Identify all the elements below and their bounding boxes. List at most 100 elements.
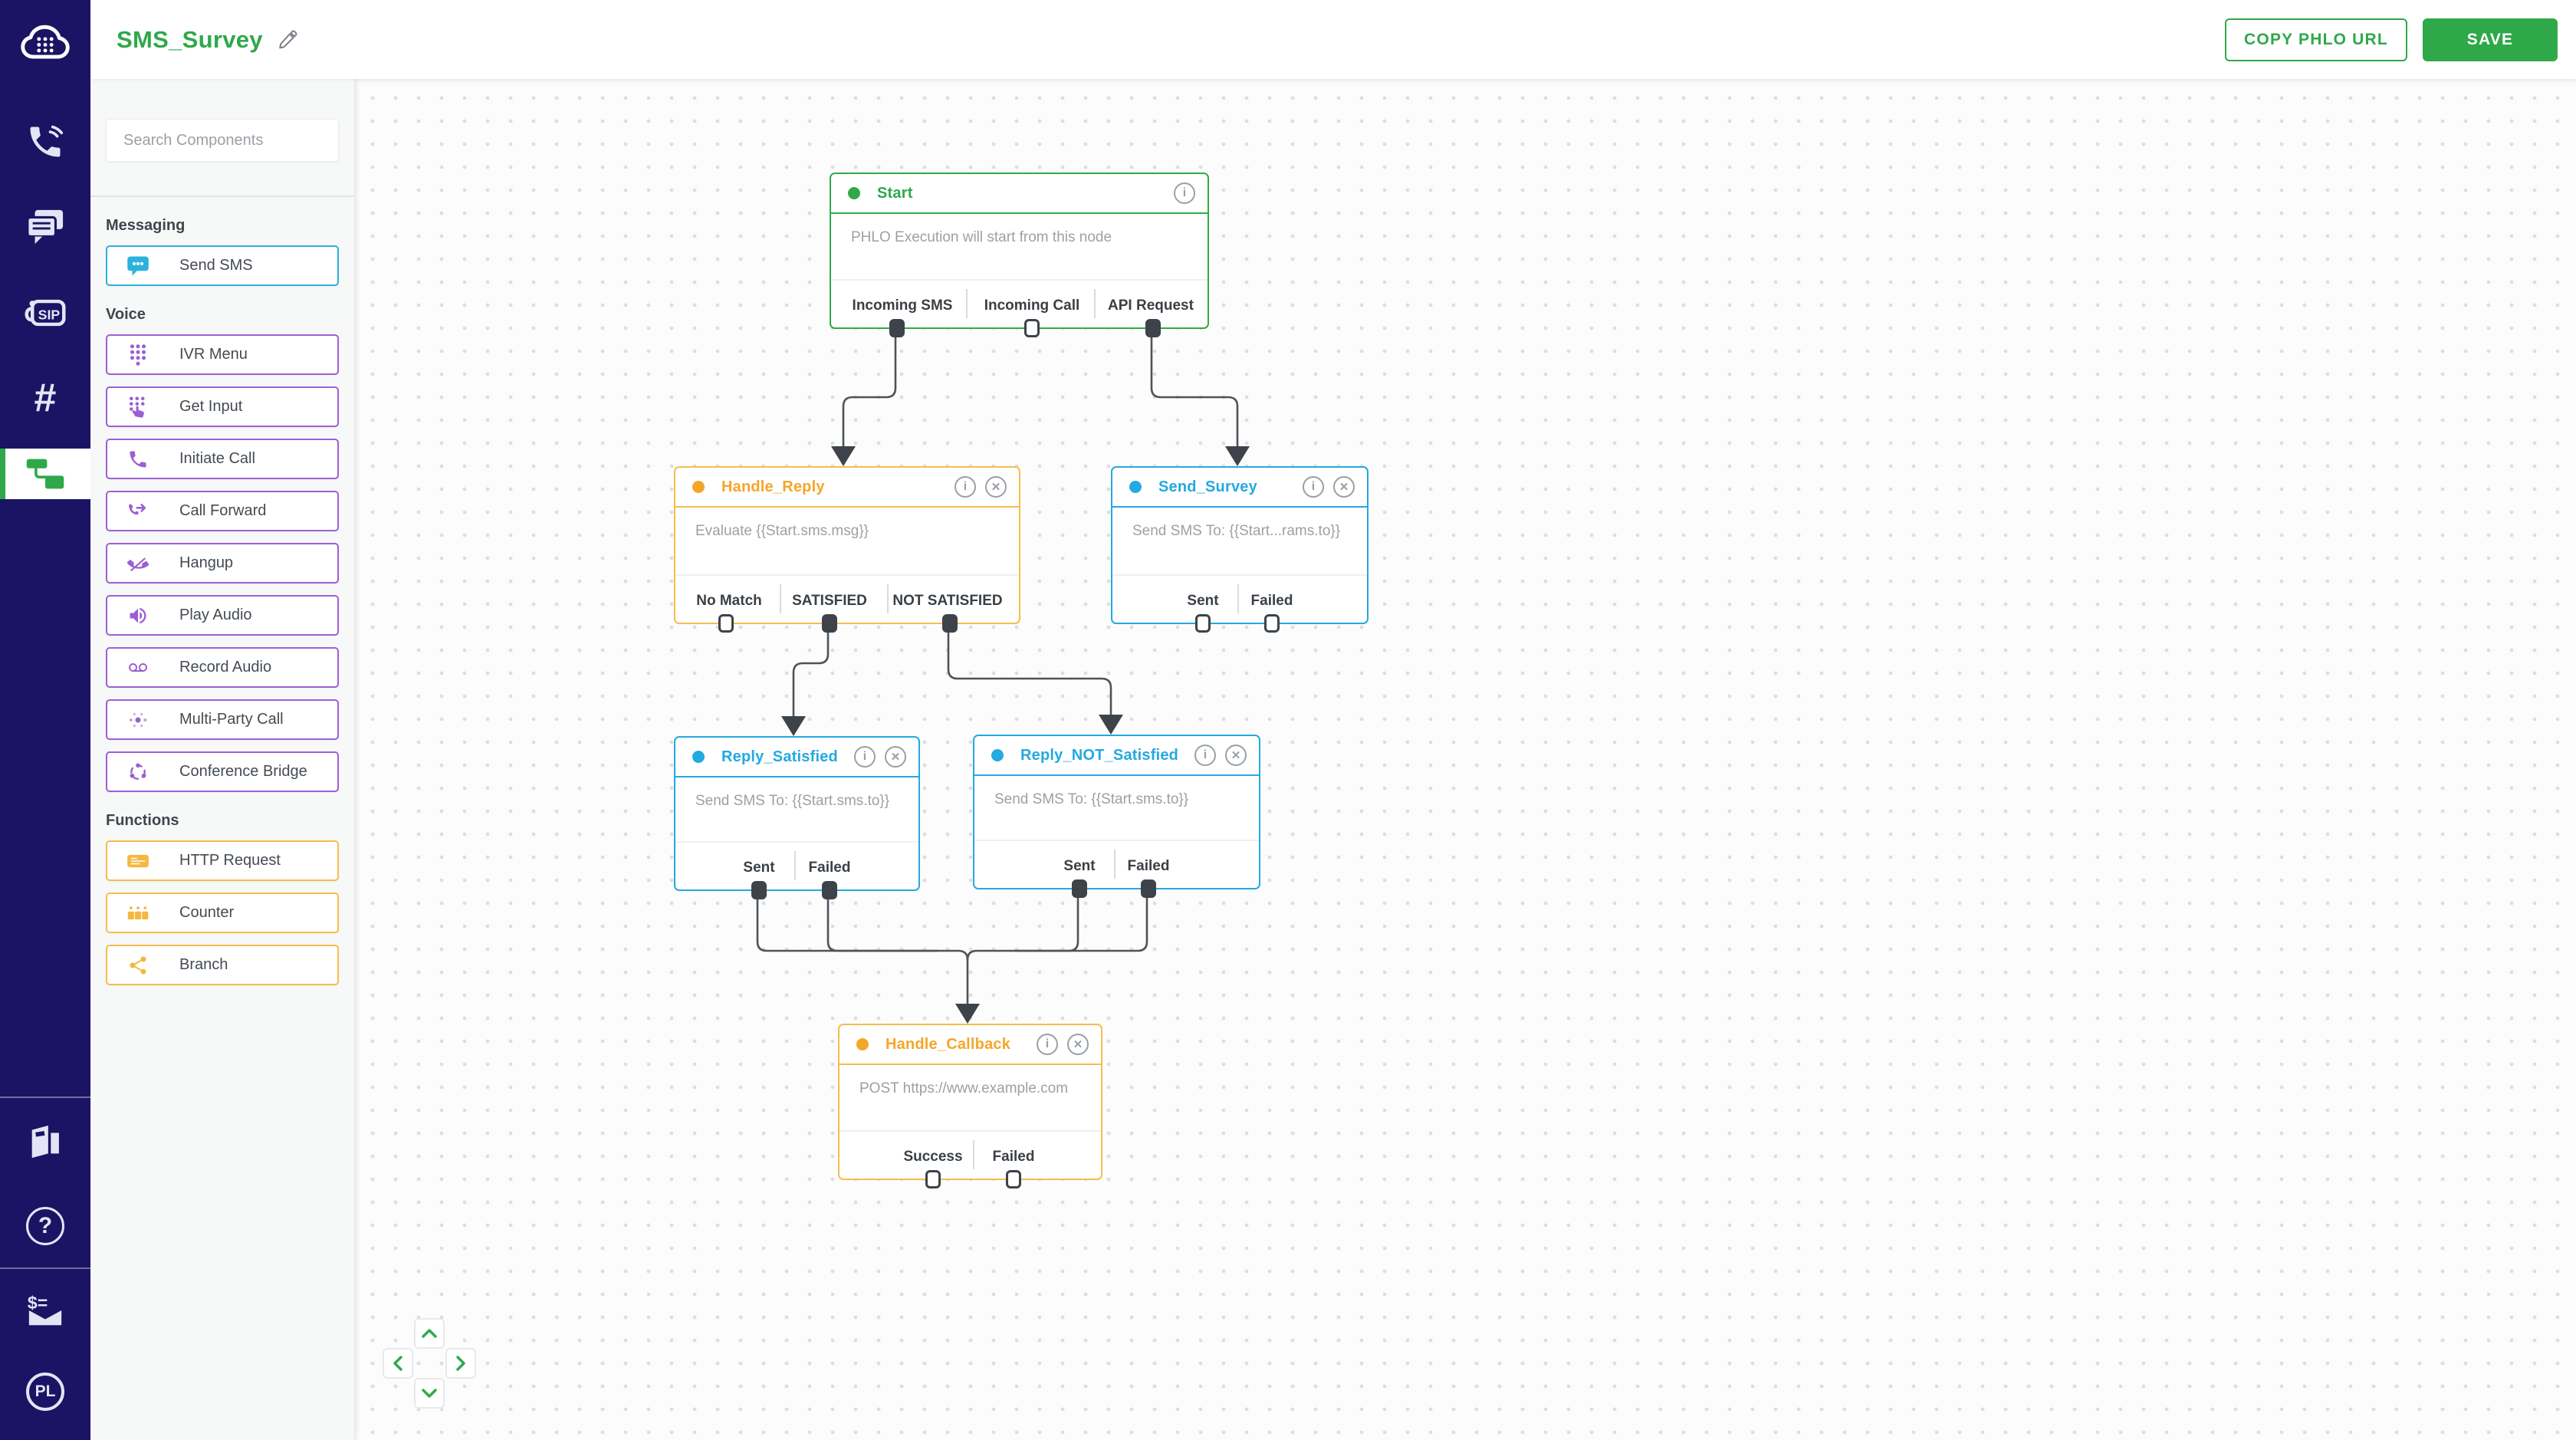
copy-phlo-url-button[interactable]: COPY PHLO URL bbox=[2225, 18, 2407, 61]
plivo-logo-icon[interactable] bbox=[0, 15, 90, 69]
node-handle-reply[interactable]: Handle_Reply i ✕ Evaluate {{Start.sms.ms… bbox=[674, 466, 1020, 633]
port-no-match[interactable] bbox=[718, 614, 734, 633]
component-branch[interactable]: Branch bbox=[106, 945, 339, 985]
close-icon[interactable]: ✕ bbox=[985, 476, 1007, 498]
component-http-request[interactable]: HTTP Request bbox=[106, 840, 339, 881]
component-hangup[interactable]: Hangup bbox=[106, 543, 339, 584]
output-divider bbox=[1114, 850, 1116, 879]
info-icon[interactable]: i bbox=[1194, 745, 1216, 766]
component-record-audio[interactable]: Record Audio bbox=[106, 647, 339, 688]
http-request-icon bbox=[126, 849, 150, 873]
hangup-icon bbox=[126, 551, 150, 576]
close-icon[interactable]: ✕ bbox=[1067, 1034, 1089, 1055]
voice-icon[interactable] bbox=[0, 121, 90, 163]
output-divider bbox=[887, 584, 889, 613]
account-avatar[interactable]: PL bbox=[0, 1371, 90, 1412]
node-description: Send SMS To: {{Start...rams.to}} bbox=[1132, 523, 1341, 539]
messaging-icon[interactable] bbox=[0, 205, 90, 247]
output-label: Sent bbox=[743, 860, 775, 876]
output-label: Failed bbox=[1250, 593, 1293, 609]
component-send-sms[interactable]: Send SMS bbox=[106, 245, 339, 286]
node-description: Send SMS To: {{Start.sms.to}} bbox=[994, 791, 1189, 807]
port-failed[interactable] bbox=[822, 881, 837, 899]
close-icon[interactable]: ✕ bbox=[885, 746, 906, 768]
port-failed[interactable] bbox=[1264, 614, 1280, 633]
component-multi-party-call[interactable]: Multi-Party Call bbox=[106, 699, 339, 740]
port-sent[interactable] bbox=[1195, 614, 1211, 633]
pan-up-button[interactable] bbox=[414, 1318, 445, 1349]
pan-left-button[interactable] bbox=[383, 1348, 413, 1379]
phlo-icon[interactable] bbox=[0, 449, 90, 499]
connector-not-satisfied-to-reply-not-satisfied bbox=[947, 624, 1123, 735]
node-footer-divider bbox=[974, 840, 1259, 841]
output-label: Failed bbox=[992, 1149, 1035, 1165]
edit-title-icon[interactable] bbox=[277, 29, 298, 51]
port-failed[interactable] bbox=[1141, 879, 1156, 898]
close-icon[interactable]: ✕ bbox=[1333, 476, 1355, 498]
save-button[interactable]: SAVE bbox=[2423, 18, 2558, 61]
port-success[interactable] bbox=[925, 1170, 941, 1188]
node-description: POST https://www.example.com bbox=[859, 1080, 1069, 1096]
output-label: API Request bbox=[1108, 298, 1194, 314]
port-sent[interactable] bbox=[1072, 879, 1087, 898]
port-sent[interactable] bbox=[751, 881, 767, 899]
app-rail: SIP # ? $= bbox=[0, 0, 90, 1440]
output-label: Incoming SMS bbox=[852, 298, 953, 314]
search-components-input[interactable] bbox=[107, 120, 338, 161]
component-ivr-menu[interactable]: IVR Menu bbox=[106, 334, 339, 375]
component-initiate-call[interactable]: Initiate Call bbox=[106, 439, 339, 479]
port-api-request[interactable] bbox=[1145, 319, 1161, 337]
component-label: Play Audio bbox=[179, 607, 252, 623]
component-label: Counter bbox=[179, 904, 235, 921]
component-label: Get Input bbox=[179, 398, 243, 415]
info-icon[interactable]: i bbox=[955, 476, 976, 498]
port-not-satisfied[interactable] bbox=[942, 614, 958, 633]
pan-down-button[interactable] bbox=[414, 1378, 445, 1409]
node-reply-not-satisfied[interactable]: Reply_NOT_Satisfied i ✕ Send SMS To: {{S… bbox=[973, 735, 1260, 898]
close-icon[interactable]: ✕ bbox=[1225, 745, 1247, 766]
port-failed[interactable] bbox=[1006, 1170, 1021, 1188]
connector-satisfied-to-reply-satisfied bbox=[781, 624, 830, 736]
node-reply-satisfied[interactable]: Reply_Satisfied i ✕ Send SMS To: {{Start… bbox=[674, 736, 920, 899]
node-handle-callback[interactable]: Handle_Callback i ✕ POST https://www.exa… bbox=[838, 1024, 1102, 1188]
flow-canvas[interactable]: Start i PHLO Execution will start from t… bbox=[355, 79, 2576, 1440]
info-icon[interactable]: i bbox=[1303, 476, 1324, 498]
node-send-survey[interactable]: Send_Survey i ✕ Send SMS To: {{Start...r… bbox=[1111, 466, 1368, 633]
output-label: Sent bbox=[1187, 593, 1219, 609]
node-footer-divider bbox=[840, 1130, 1101, 1132]
component-label: Initiate Call bbox=[179, 450, 255, 467]
component-get-input[interactable]: Get Input bbox=[106, 386, 339, 427]
component-counter[interactable]: Counter bbox=[106, 893, 339, 933]
node-title: Send_Survey bbox=[1158, 478, 1257, 495]
node-title: Handle_Callback bbox=[886, 1035, 1011, 1053]
billing-icon[interactable]: $= bbox=[0, 1290, 90, 1331]
component-conference-bridge[interactable]: Conference Bridge bbox=[106, 751, 339, 792]
node-title: Start bbox=[877, 184, 913, 202]
pan-right-button[interactable] bbox=[445, 1348, 476, 1379]
port-incoming-sms[interactable] bbox=[889, 319, 905, 337]
sip-trunking-icon[interactable]: SIP bbox=[0, 292, 90, 334]
port-incoming-call[interactable] bbox=[1024, 319, 1040, 337]
node-header: Send_Survey i ✕ bbox=[1112, 468, 1367, 508]
connector-replies-to-handle-callback bbox=[756, 891, 1148, 1024]
search-components-box bbox=[106, 119, 339, 162]
info-icon[interactable]: i bbox=[1037, 1034, 1058, 1055]
output-label: SATISFIED bbox=[792, 593, 867, 609]
info-icon[interactable]: i bbox=[1174, 182, 1195, 204]
component-play-audio[interactable]: Play Audio bbox=[106, 595, 339, 636]
docs-icon[interactable] bbox=[0, 1121, 90, 1162]
output-label: Failed bbox=[1127, 858, 1170, 874]
component-call-forward[interactable]: Call Forward bbox=[106, 491, 339, 531]
port-satisfied[interactable] bbox=[822, 614, 837, 633]
component-label: Multi-Party Call bbox=[179, 711, 284, 728]
node-title: Reply_Satisfied bbox=[721, 748, 838, 765]
multi-party-call-icon bbox=[126, 708, 150, 732]
phone-numbers-icon[interactable]: # bbox=[34, 376, 57, 420]
node-start[interactable]: Start i PHLO Execution will start from t… bbox=[830, 173, 1209, 337]
component-label: Branch bbox=[179, 956, 228, 973]
branch-icon bbox=[126, 953, 150, 978]
help-icon[interactable]: ? bbox=[0, 1205, 90, 1247]
output-label: Failed bbox=[808, 860, 851, 876]
node-header: Handle_Reply i ✕ bbox=[675, 468, 1019, 508]
info-icon[interactable]: i bbox=[854, 746, 876, 768]
